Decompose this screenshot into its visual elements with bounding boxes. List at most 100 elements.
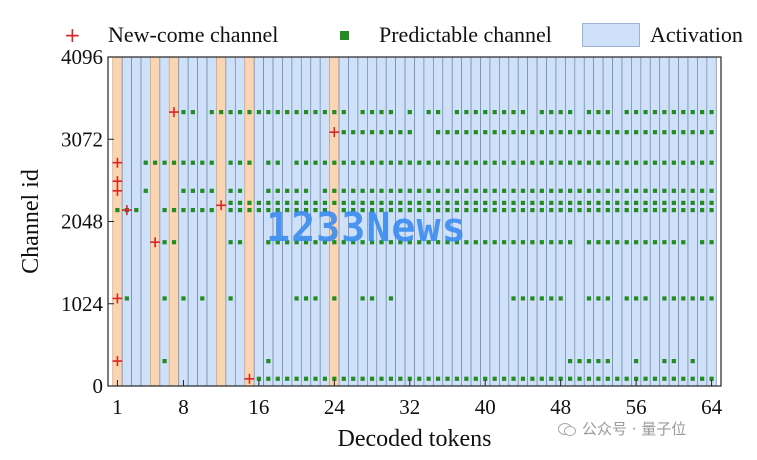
predictable-marker (605, 376, 610, 381)
predictable-marker (473, 200, 478, 205)
predictable-marker (426, 188, 431, 193)
predictable-marker (360, 110, 365, 115)
predictable-marker (445, 207, 450, 213)
predictable-marker (237, 188, 243, 193)
predictable-marker (492, 130, 497, 135)
predictable-marker (492, 160, 497, 165)
predictable-marker (690, 110, 695, 115)
predictable-marker (671, 359, 676, 364)
predictable-marker (435, 376, 441, 381)
predictable-marker (303, 240, 309, 245)
predictable-marker (624, 188, 629, 193)
predictable-marker (511, 110, 516, 115)
predictable-marker (652, 110, 658, 115)
predictable-marker (605, 207, 610, 213)
predictable-marker (303, 296, 309, 301)
predictable-marker (388, 207, 394, 213)
predictable-marker (398, 376, 403, 381)
y-tick-label: 3072 (61, 127, 103, 151)
legend: + New-come channel Predictable channel A… (0, 22, 757, 56)
predictable-marker (294, 188, 299, 193)
predictable-marker (624, 376, 629, 381)
predictable-marker (473, 376, 478, 381)
activation-band (489, 56, 500, 387)
predictable-marker (539, 110, 544, 115)
predictable-marker (266, 188, 271, 193)
activation-band (565, 56, 576, 387)
predictable-marker (360, 376, 365, 381)
predictable-marker (369, 240, 375, 245)
predictable-marker (681, 296, 686, 301)
predictable-marker (671, 110, 676, 115)
predictable-marker (492, 200, 497, 205)
predictable-marker (700, 160, 705, 165)
predictable-marker (313, 296, 318, 301)
predictable-marker (671, 200, 676, 205)
predictable-marker (454, 160, 460, 165)
predictable-marker (143, 160, 148, 165)
predictable-marker (181, 188, 186, 193)
activation-band (706, 56, 717, 387)
predictable-marker (671, 188, 676, 193)
predictable-marker (200, 296, 205, 301)
activation-band (621, 56, 632, 387)
predictable-marker (473, 188, 478, 193)
predictable-marker (379, 110, 384, 115)
predictable-marker (388, 188, 394, 193)
predictable-marker (634, 240, 639, 245)
predictable-marker (501, 160, 507, 165)
predictable-marker (558, 296, 563, 301)
predictable-marker (624, 207, 629, 213)
predictable-marker (492, 207, 497, 213)
predictable-marker (634, 188, 639, 193)
predictable-marker (445, 130, 450, 135)
predictable-marker (200, 160, 205, 165)
predictable-marker (671, 376, 676, 381)
predictable-marker (549, 160, 554, 165)
predictable-marker (596, 130, 601, 135)
predictable-marker (709, 130, 714, 135)
predictable-marker (115, 207, 120, 213)
predictable-marker (285, 240, 290, 245)
predictable-marker (549, 110, 554, 115)
predictable-marker (483, 110, 488, 115)
predictable-marker (398, 130, 403, 135)
predictable-marker (473, 110, 478, 115)
predictable-marker (398, 240, 403, 245)
predictable-marker (539, 188, 544, 193)
predictable-marker (464, 110, 469, 115)
new-come-band (216, 56, 227, 387)
activation-band (583, 56, 595, 387)
predictable-marker (379, 130, 384, 135)
predictable-marker (568, 110, 573, 115)
new-come-marker (112, 356, 123, 367)
predictable-marker (624, 240, 629, 245)
predictable-marker (681, 188, 686, 193)
predictable-marker (643, 110, 648, 115)
predictable-marker (558, 207, 563, 213)
predictable-marker (435, 207, 441, 213)
predictable-marker (237, 207, 243, 213)
new-come-marker (329, 127, 340, 138)
predictable-marker (700, 376, 705, 381)
predictable-marker (322, 200, 328, 205)
predictable-marker (568, 130, 573, 135)
predictable-marker (652, 130, 658, 135)
watermark-text: 1233News (266, 205, 467, 251)
predictable-marker (388, 240, 394, 245)
predictable-marker (266, 110, 271, 115)
predictable-marker (709, 376, 714, 381)
predictable-marker (407, 188, 412, 193)
predictable-marker (266, 240, 271, 245)
predictable-marker (426, 376, 431, 381)
predictable-marker (501, 376, 507, 381)
x-tick-label: 24 (324, 395, 346, 419)
activation-band (140, 56, 151, 387)
predictable-marker (586, 160, 592, 165)
predictable-marker (520, 376, 526, 381)
predictable-marker (681, 376, 686, 381)
activation-band (234, 56, 246, 387)
predictable-marker (369, 200, 375, 205)
predictable-marker (303, 110, 309, 115)
predictable-marker (285, 207, 290, 213)
